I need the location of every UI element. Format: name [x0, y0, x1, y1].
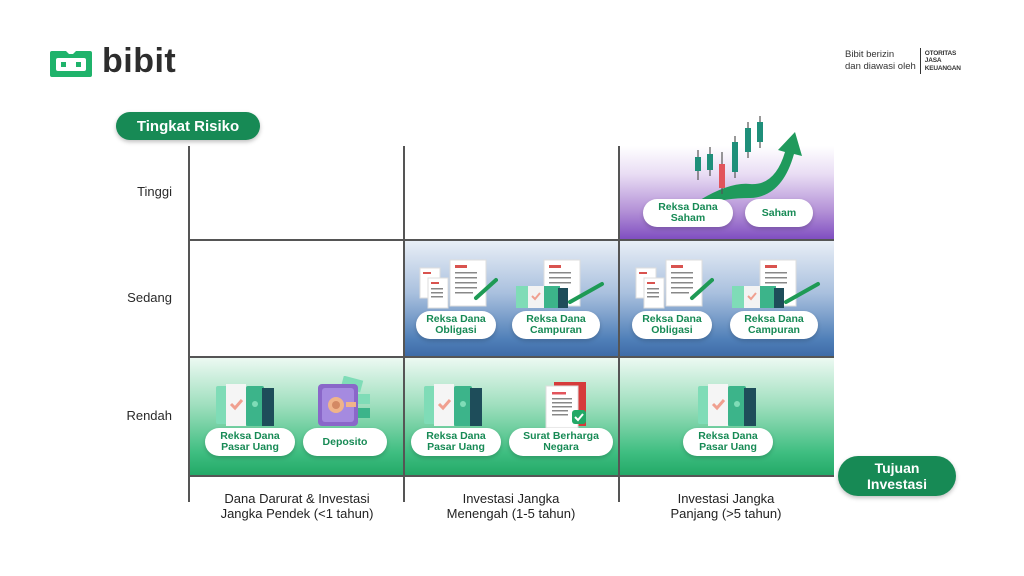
- column-label-menengah: Investasi Jangka Menengah (1-5 tahun): [446, 491, 576, 521]
- column-label-panjang: Investasi Jangka Panjang (>5 tahun): [670, 491, 782, 521]
- grid-line-v3: [618, 146, 620, 502]
- product-deposito[interactable]: Deposito: [303, 428, 387, 456]
- money-stack-icon: [216, 384, 274, 426]
- money-document-icon: [516, 259, 604, 308]
- documents-pen-icon: [635, 259, 714, 309]
- safe-box-icon: [318, 376, 370, 426]
- regulation-text-line1: Bibit berizin: [845, 49, 895, 60]
- documents-pen-icon: [419, 259, 498, 309]
- grid-line-v1: [188, 146, 190, 502]
- ojk-logo: OTORITAS JASA KEUANGAN: [924, 49, 961, 72]
- grid-line-h2: [188, 356, 834, 358]
- x-axis-title: Tujuan Investasi: [838, 456, 956, 496]
- money-stack-icon: [424, 384, 482, 426]
- product-saham[interactable]: Saham: [745, 199, 813, 227]
- row-label-rendah: Rendah: [126, 408, 172, 423]
- grid-line-h1: [188, 239, 834, 241]
- regulator-notice: Bibit berizin dan diawasi oleh OTORITAS …: [845, 48, 961, 74]
- money-stack-icon: [698, 384, 756, 426]
- grid-line-v2: [403, 146, 405, 502]
- row-label-sedang: Sedang: [127, 290, 172, 305]
- column-label-pendek: Dana Darurat & Investasi Jangka Pendek (…: [220, 491, 374, 521]
- bibit-logo: bibit: [48, 42, 177, 80]
- row-label-tinggi: Tinggi: [137, 184, 172, 199]
- y-axis-title: Tingkat Risiko: [116, 112, 260, 140]
- bibit-logo-icon: [48, 47, 94, 79]
- money-document-icon: [732, 259, 820, 308]
- regulation-text-line2: dan diawasi oleh: [845, 61, 916, 72]
- divider: [919, 48, 921, 74]
- candlestick-chart-icon: [695, 116, 802, 204]
- grid-line-h3: [188, 475, 834, 477]
- brand-name: bibit: [102, 42, 177, 80]
- certificate-icon: [545, 382, 586, 429]
